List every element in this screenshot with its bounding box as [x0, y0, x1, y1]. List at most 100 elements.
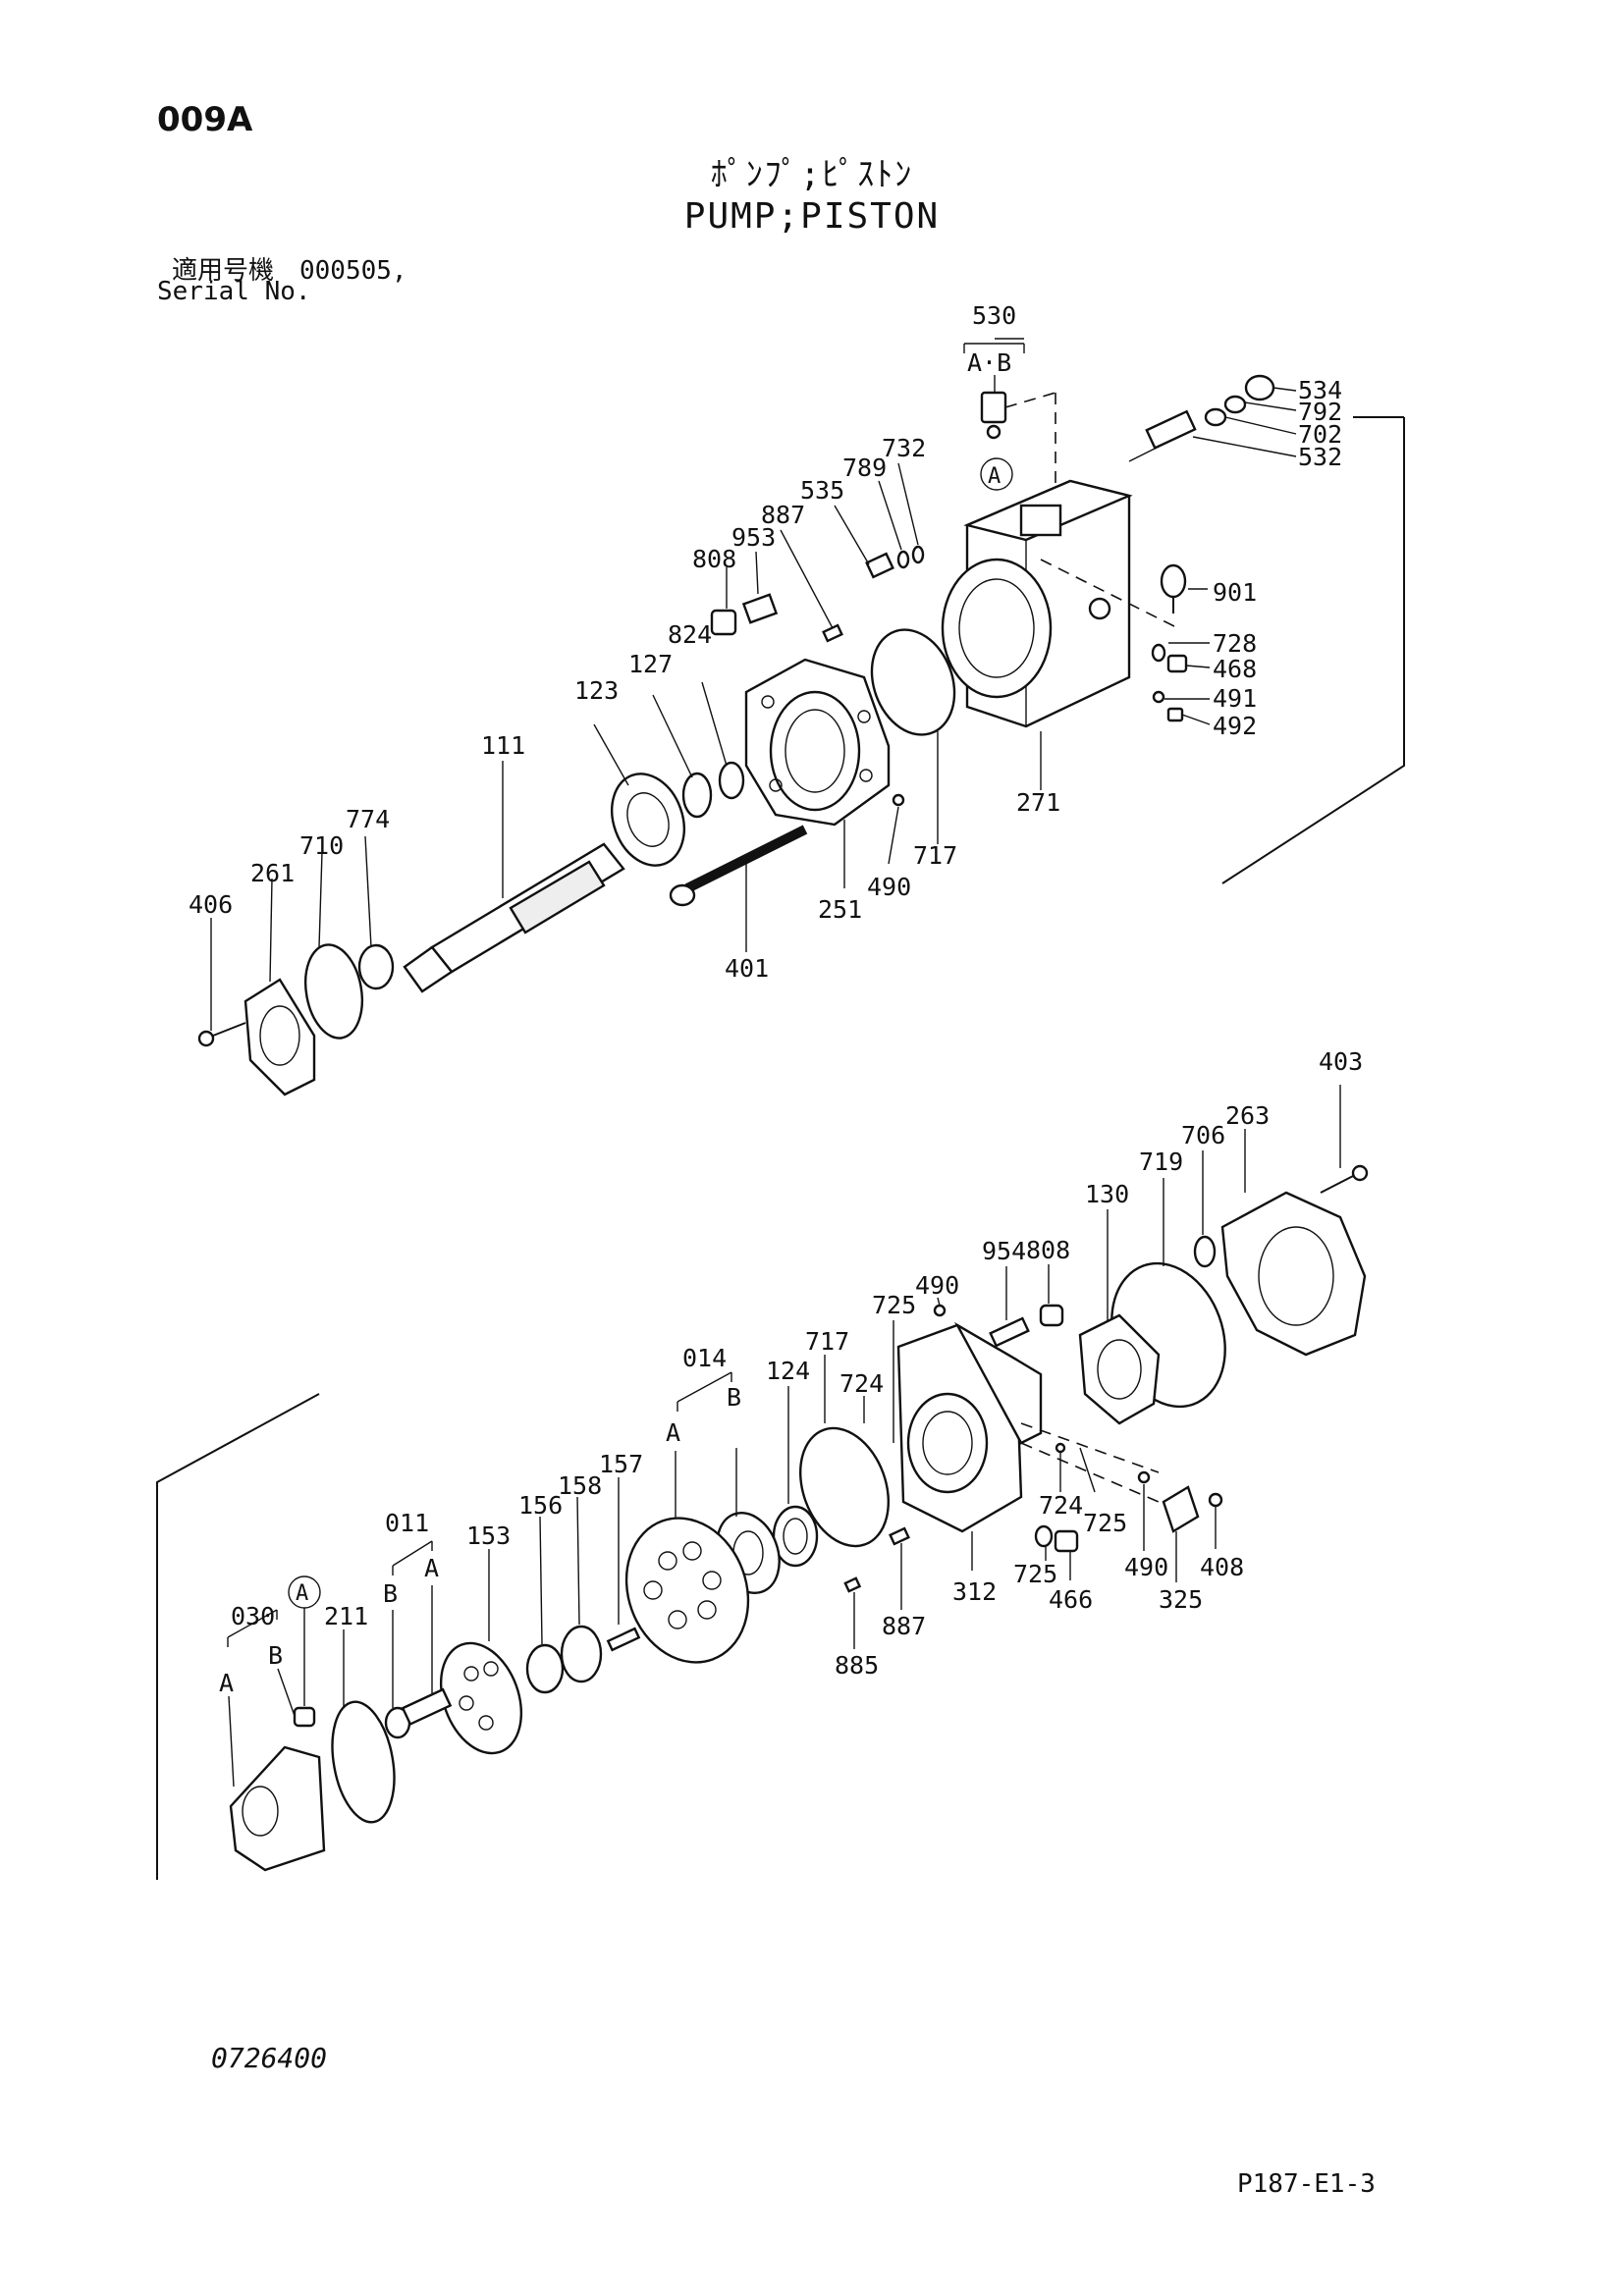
- callout-030: 030: [231, 1602, 275, 1630]
- callout-014: 014: [682, 1344, 727, 1372]
- part-724-o-ring: [1055, 1442, 1066, 1454]
- callout-789: 789: [842, 454, 887, 482]
- callout-530: 530: [972, 301, 1016, 330]
- callout-group-011: [392, 1540, 433, 1708]
- part-403-bolt: [1320, 1164, 1369, 1194]
- part-466-plug: [1054, 1529, 1079, 1553]
- callout-b-014: B: [727, 1383, 741, 1412]
- callout-710: 710: [299, 831, 344, 860]
- callout-406: 406: [189, 890, 233, 919]
- part-261-seal-cover: [244, 978, 316, 1096]
- callout-792: 792: [1298, 398, 1342, 426]
- callout-535: 535: [800, 476, 844, 505]
- page-title-en: PUMP;PISTON: [683, 196, 941, 237]
- callout-491: 491: [1213, 684, 1257, 713]
- callout-251: 251: [818, 895, 862, 924]
- part-111-drive-shaft: [403, 842, 625, 993]
- part-127-spacer: [681, 772, 713, 819]
- part-954-screw: [989, 1316, 1030, 1348]
- callout-490-bottom: 490: [915, 1271, 959, 1300]
- part-271-pump-casing: [941, 479, 1179, 728]
- callout-158: 158: [558, 1471, 602, 1500]
- part-401-socket-bolt: [669, 825, 808, 907]
- callout-111: 111: [481, 731, 525, 760]
- part-123-roller-bearing: [611, 773, 685, 867]
- part-158-spacer: [560, 1625, 603, 1683]
- page-code: 009A: [157, 100, 253, 139]
- callout-532: 532: [1298, 443, 1342, 471]
- part-263-rear-cover: [1220, 1191, 1367, 1357]
- part-124-needle-bearing: [772, 1505, 819, 1568]
- drawing-number: 0726400: [211, 2042, 328, 2074]
- part-534-cap: [1128, 374, 1275, 462]
- callout-728: 728: [1213, 629, 1257, 658]
- callout-717-bottom: 717: [805, 1327, 849, 1356]
- callout-156: 156: [518, 1491, 563, 1520]
- callout-271: 271: [1016, 788, 1060, 817]
- callout-127: 127: [628, 650, 673, 678]
- callout-a-014: A: [666, 1418, 680, 1447]
- part-728-o-ring: [1151, 643, 1166, 663]
- leader-887-top: [780, 529, 834, 629]
- callout-887-bottom: 887: [882, 1612, 926, 1640]
- callout-725-bottom: 725: [1013, 1560, 1057, 1588]
- part-774-seal: [357, 943, 395, 990]
- part-030-swash-support: [229, 1706, 326, 1872]
- page-reference: P187-E1-3: [1237, 2169, 1376, 2199]
- callout-011: 011: [385, 1509, 429, 1537]
- callout-group-530: [963, 338, 1025, 393]
- part-130-swash-plate: [1078, 1313, 1161, 1425]
- serial-label-jp: 適用号機 000505,: [172, 256, 407, 286]
- part-887-pin-bottom: [889, 1526, 910, 1546]
- part-824-snap-ring: [718, 761, 745, 800]
- part-710-o-ring: [303, 943, 364, 1040]
- part-732-789-535-plug: [834, 462, 925, 579]
- callout-706: 706: [1181, 1121, 1225, 1149]
- callout-468: 468: [1213, 655, 1257, 683]
- callout-124: 124: [766, 1357, 810, 1385]
- callout-490-top: 490: [867, 873, 911, 901]
- callout-490-right: 490: [1124, 1553, 1168, 1581]
- part-530-solenoid: [980, 391, 1056, 510]
- part-717-o-ring-top: [870, 628, 956, 736]
- part-492-plug: [1166, 707, 1184, 722]
- callout-717-top: 717: [913, 841, 957, 870]
- callout-401: 401: [725, 954, 769, 983]
- callout-153: 153: [466, 1522, 511, 1550]
- callout-774: 774: [346, 805, 390, 833]
- part-157-spring: [606, 1627, 641, 1652]
- page-title-jp: ﾎﾟﾝﾌﾟ;ﾋﾟｽﾄﾝ: [710, 155, 914, 194]
- callout-719: 719: [1139, 1148, 1183, 1176]
- callout-702: 702: [1298, 420, 1342, 449]
- part-491-plug: [1152, 690, 1165, 704]
- callout-130: 130: [1085, 1180, 1129, 1208]
- callout-954: 954: [982, 1237, 1026, 1265]
- part-490-plug-right: [1137, 1470, 1151, 1484]
- part-011-piston: [384, 1687, 453, 1739]
- callout-123: 123: [574, 676, 619, 705]
- callout-a-b-top: A·B: [967, 348, 1011, 377]
- callout-a-030: A: [219, 1669, 234, 1697]
- callout-724-top: 724: [839, 1369, 884, 1398]
- part-406-bolt: [197, 1022, 246, 1047]
- callout-725-right: 725: [1083, 1509, 1127, 1537]
- callout-885: 885: [835, 1651, 879, 1680]
- frame-line-upper: [1221, 417, 1405, 884]
- callout-492: 492: [1213, 712, 1257, 740]
- callout-211: 211: [324, 1602, 368, 1630]
- callout-circle-a-top: [980, 457, 1013, 491]
- callout-312: 312: [952, 1577, 997, 1606]
- callout-a-011: A: [424, 1554, 439, 1582]
- part-706-o-ring: [1193, 1235, 1217, 1268]
- callout-group-014: [675, 1371, 737, 1522]
- callout-325: 325: [1159, 1585, 1203, 1614]
- part-887-pin-top: [822, 623, 843, 643]
- part-725-o-ring: [1034, 1524, 1054, 1548]
- callout-157: 157: [599, 1450, 643, 1478]
- callout-808-top: 808: [692, 545, 736, 573]
- callout-725-top: 725: [872, 1291, 916, 1319]
- callout-808-bottom: 808: [1026, 1236, 1070, 1264]
- part-717-o-ring-bottom: [798, 1426, 891, 1548]
- part-808-nut-bottom: [1039, 1304, 1064, 1327]
